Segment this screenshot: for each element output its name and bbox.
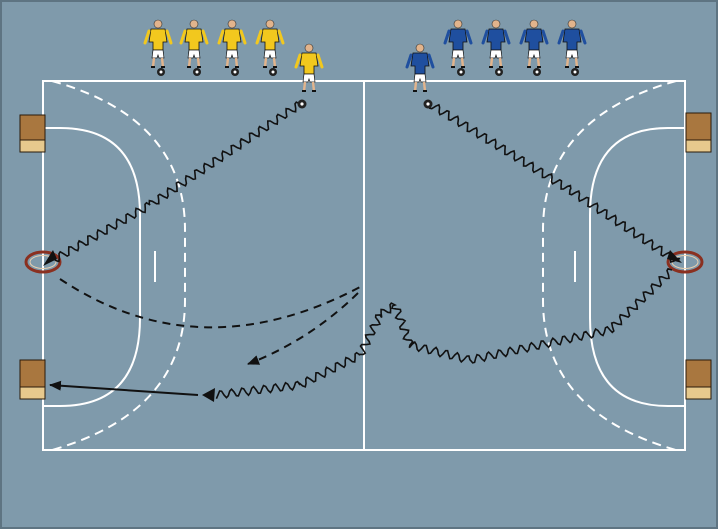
box-right-bottom [686, 360, 711, 399]
box-right-top [686, 113, 711, 152]
ball-yellow-dribbler [298, 100, 307, 109]
box-left-bottom [20, 360, 45, 399]
box-left-top [20, 115, 45, 152]
ball-blue-dribbler [424, 100, 433, 109]
